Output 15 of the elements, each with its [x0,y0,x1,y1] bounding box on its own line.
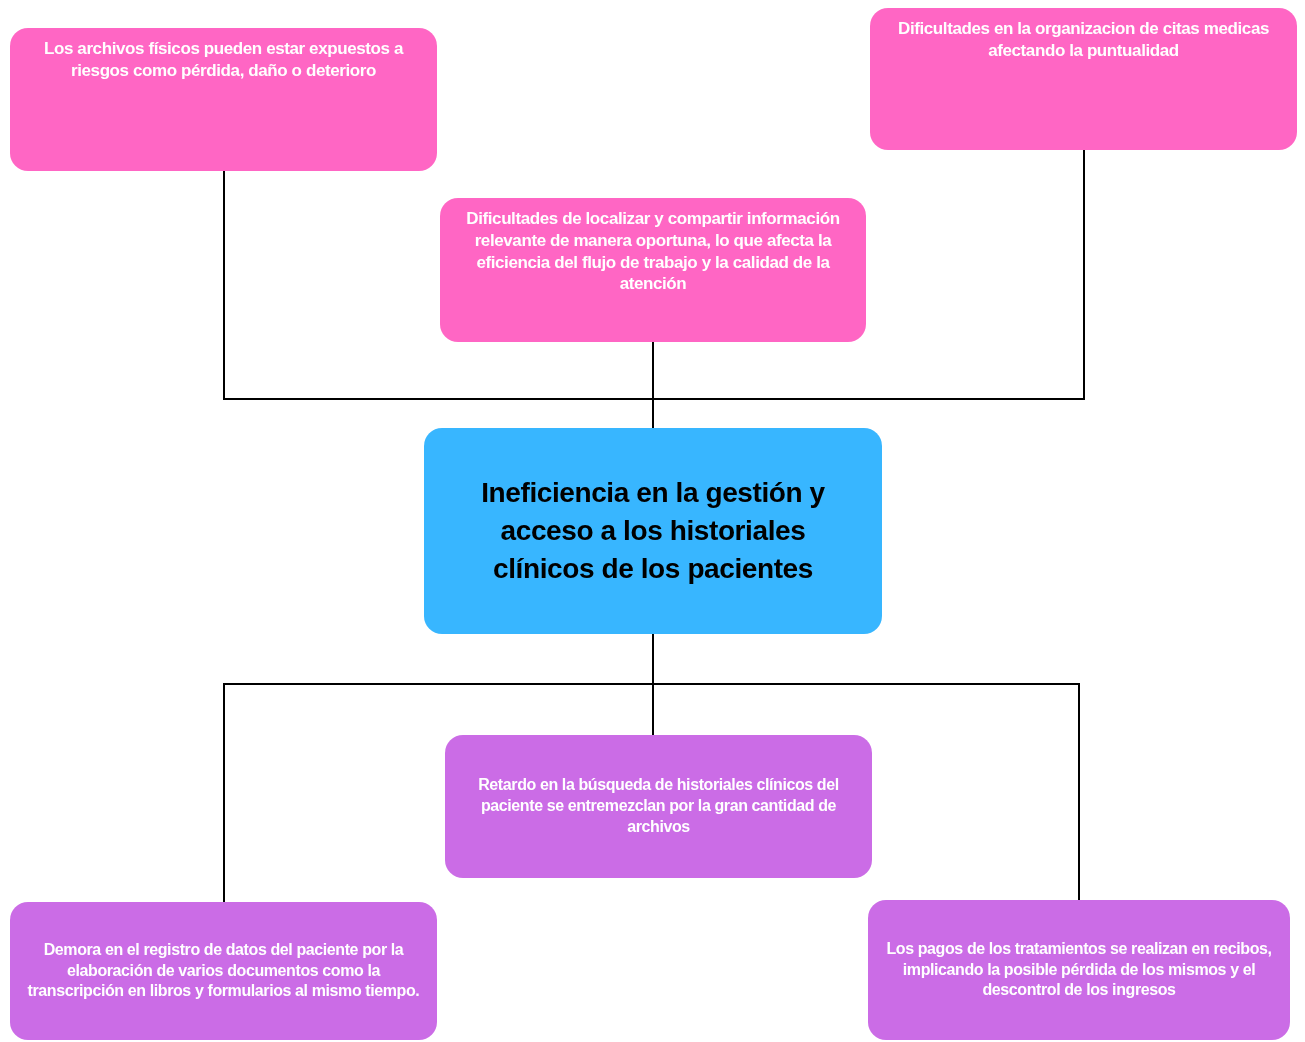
box-text: Demora en el registro de datos del paciente por la elaboración de varios documentos como la transcripción en libros y formularios al mismo tiempo. [26,939,421,1002]
effect-box [868,900,1290,1040]
effect-box [445,735,872,878]
effect-box [10,902,437,1040]
connector-line [652,341,654,429]
box-text: Dificultades en la organizacion de citas medicas afectando la puntualidad [897,18,1270,62]
cause-box [870,8,1297,150]
box-text: Retardo en la búsqueda de historiales clínicos del paciente se entremezclan por la gran cantidad de archivos [477,775,840,837]
box-text: Dificultades de localizar y compartir información relevante de manera oportuna, lo que afecta la eficiencia del flujo de trabajo y la calidad de la atención [465,208,841,295]
box-text: Los archivos físicos pueden estar expuestos a riesgos como pérdida, daño o deterioro [43,38,405,82]
cause-box [10,28,437,171]
cause-box [440,198,866,342]
box-text: Los pagos de los tratamientos se realizan en recibos, implicando la posible pérdida de los mismos y el descontrol de los ingresos [885,938,1273,1001]
problem-box [424,428,882,634]
box-text: Ineficiencia en la gestión y acceso a los historiales clínicos de los pacientes [480,476,826,586]
